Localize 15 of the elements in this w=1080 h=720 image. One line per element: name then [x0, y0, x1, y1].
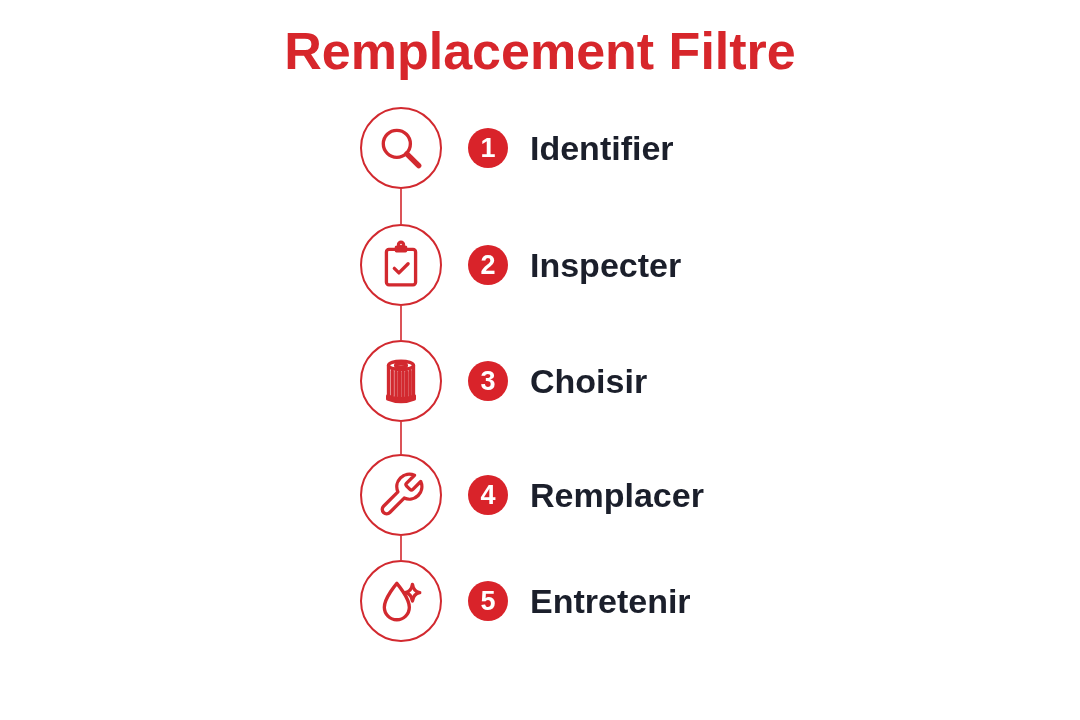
step-number: 2: [480, 250, 496, 280]
title: Remplacement Filtre: [284, 22, 796, 80]
connector-line: [400, 421, 402, 455]
step-label: Identifier: [530, 128, 674, 168]
step-label: Inspecter: [530, 245, 682, 285]
step-label: Entretenir: [530, 581, 691, 621]
step-label: Choisir: [530, 361, 648, 401]
step-number: 5: [480, 586, 496, 616]
step-number: 4: [480, 480, 496, 510]
step-label: Remplacer: [530, 475, 704, 515]
step-number: 1: [480, 133, 496, 163]
connector-line: [400, 535, 402, 561]
connector-line: [400, 305, 402, 341]
connector-line: [400, 188, 402, 225]
step-number: 3: [480, 366, 496, 396]
